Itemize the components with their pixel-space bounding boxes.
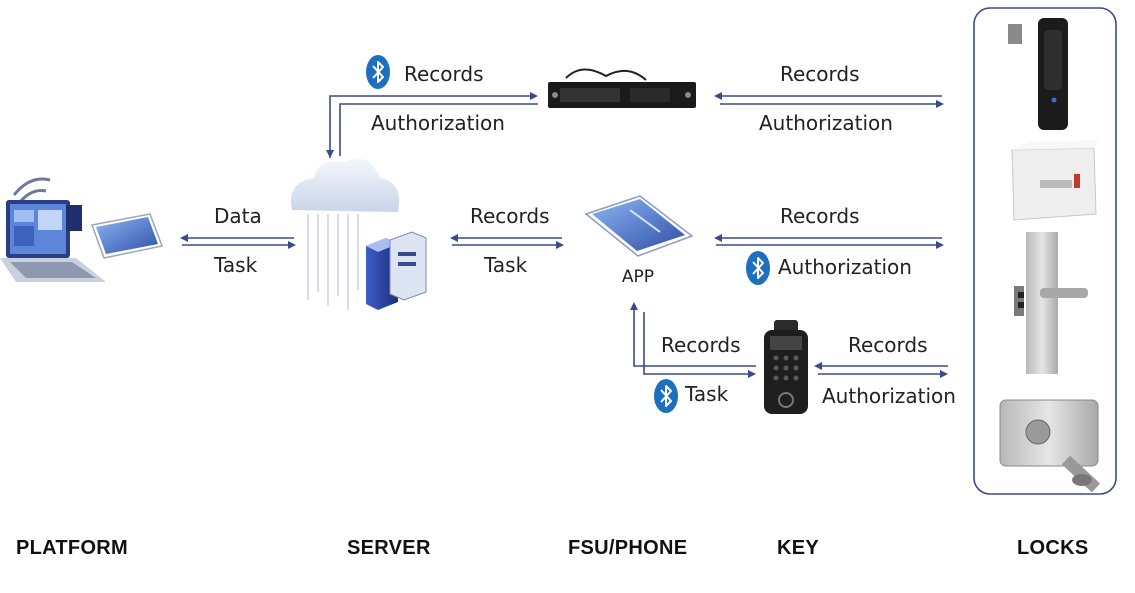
platform-server-top-label: Data <box>214 204 262 228</box>
fsu-locks-bottom-label: Authorization <box>759 111 893 135</box>
door-handle-lock-icon <box>1014 232 1088 374</box>
bluetooth-icon <box>746 251 770 285</box>
cabinet-lock-icon <box>1008 18 1068 130</box>
key-locks-top-label: Records <box>848 333 928 357</box>
fsu-device-icon <box>548 68 696 108</box>
column-fsu-phone: FSU/PHONE <box>568 537 687 559</box>
server-phone-top-label: Records <box>470 204 550 228</box>
server-fsu-top-label: Records <box>404 62 484 86</box>
phone-key-bottom-label: Task <box>684 382 729 406</box>
key-locks-bottom-label: Authorization <box>822 384 956 408</box>
app-label: APP <box>622 267 654 287</box>
box-lock-icon <box>1011 140 1098 221</box>
platform-server-bottom-label: Task <box>213 253 258 277</box>
locks-panel <box>973 7 1117 495</box>
phone-key-top-label: Records <box>661 333 741 357</box>
bluetooth-icon <box>654 379 678 413</box>
phone-locks-top-label: Records <box>780 204 860 228</box>
column-key: KEY <box>777 537 819 559</box>
column-locks: LOCKS <box>1017 537 1089 559</box>
cloud-server-icon <box>290 158 427 310</box>
phone-locks-bottom-label: Authorization <box>778 255 912 279</box>
column-server: SERVER <box>347 537 431 559</box>
tablet-icon <box>90 213 164 259</box>
server-fsu-bottom-label: Authorization <box>371 111 505 135</box>
server-phone-bottom-label: Task <box>483 253 528 277</box>
bluetooth-icon <box>366 55 390 89</box>
laptop-icon <box>0 177 106 282</box>
keypad-key-icon <box>764 320 808 414</box>
column-platform: PLATFORM <box>16 537 128 559</box>
phone-icon <box>584 195 694 257</box>
fsu-locks-top-label: Records <box>780 62 860 86</box>
rim-lock-icon <box>999 399 1101 493</box>
